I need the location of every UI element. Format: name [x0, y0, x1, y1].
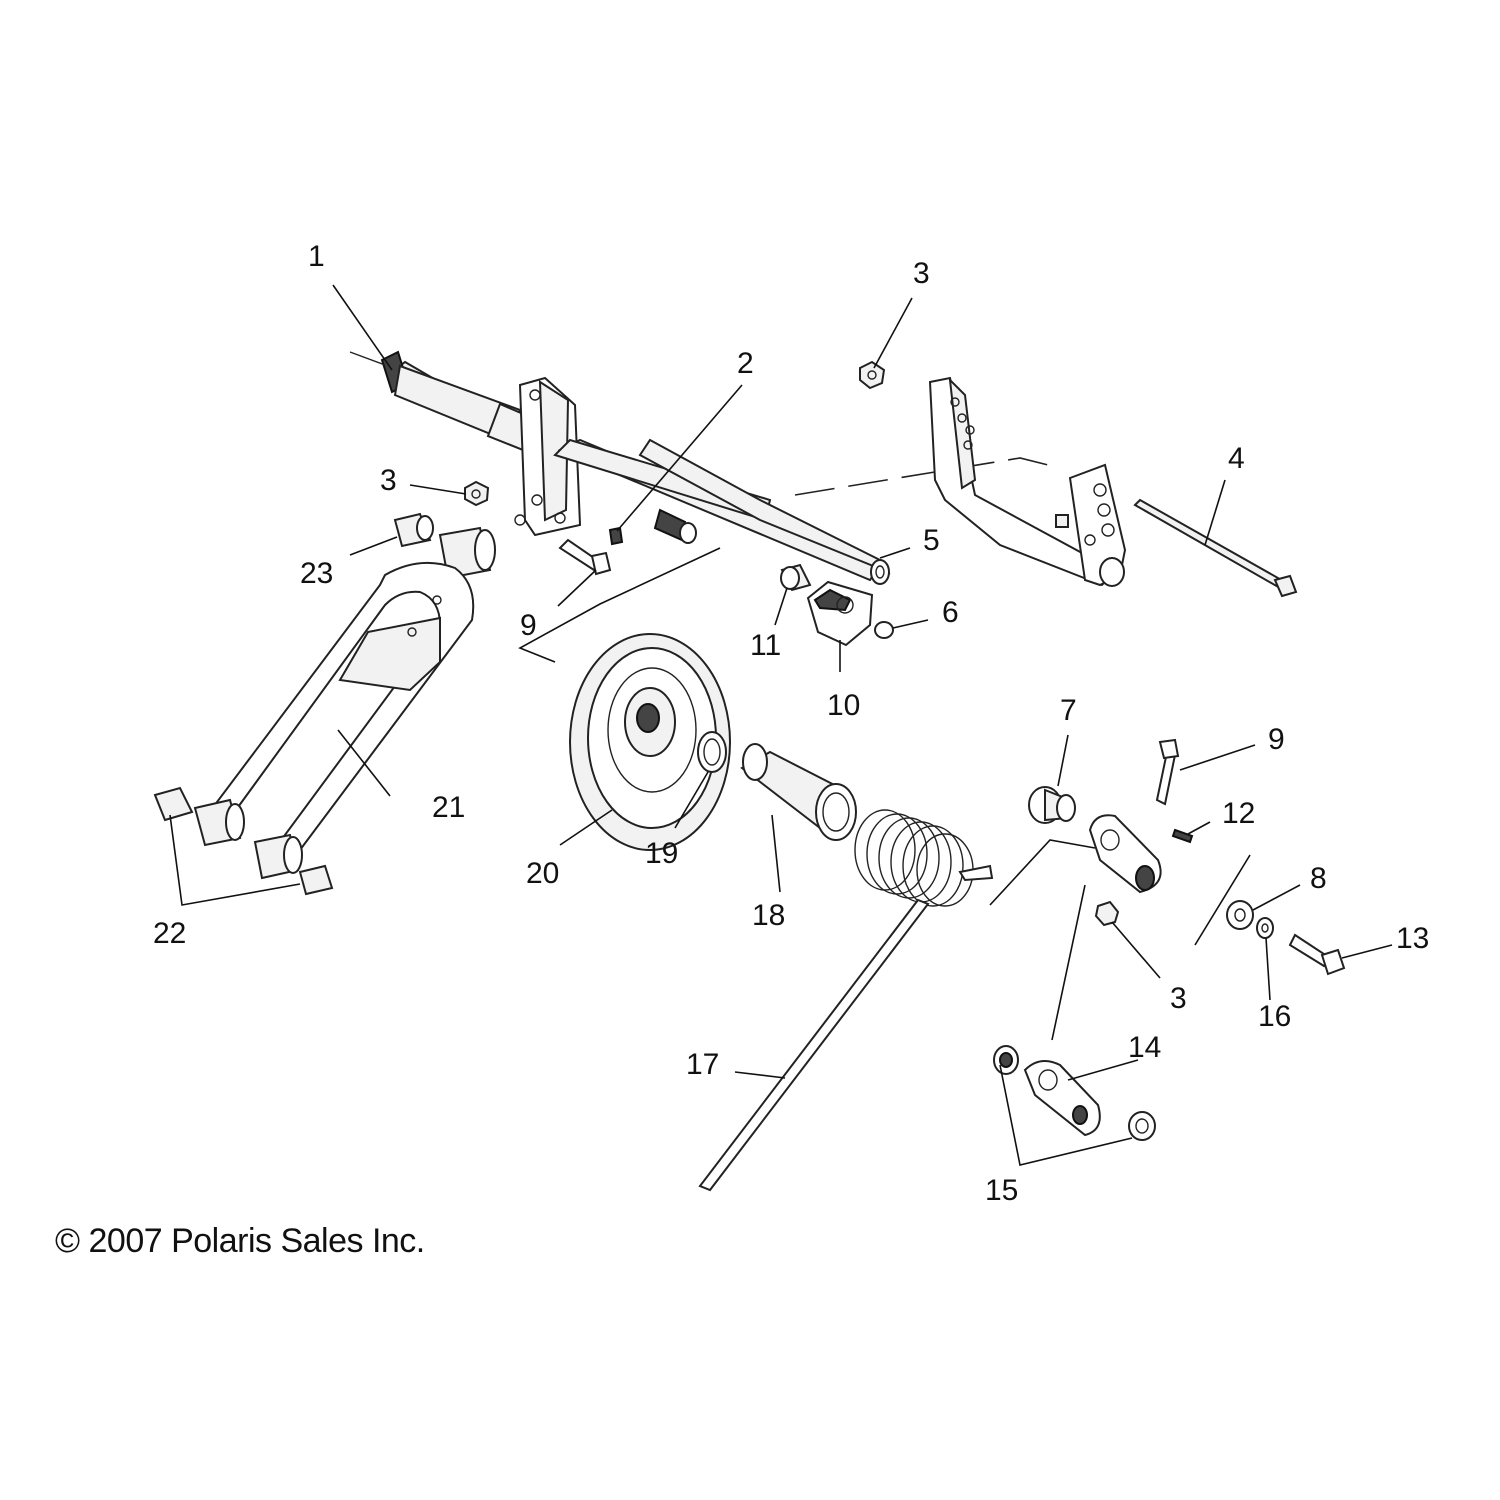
part-2-grease-fitting	[608, 526, 624, 546]
part-3-nut-upper	[859, 360, 886, 390]
callout-3-left: 3	[380, 464, 397, 497]
callout-22: 22	[153, 917, 186, 950]
upper-link-arm	[1088, 814, 1162, 894]
callout-6: 6	[942, 596, 959, 629]
callout-12: 12	[1222, 797, 1255, 830]
callout-17: 17	[686, 1048, 719, 1081]
leader-lines	[169, 284, 1393, 1166]
part-18-sleeve	[740, 743, 857, 841]
callout-8: 8	[1310, 862, 1327, 895]
callout-9-left: 9	[520, 609, 537, 642]
callout-18: 18	[752, 899, 785, 932]
copyright-notice: © 2007 Polaris Sales Inc.	[55, 1222, 425, 1260]
part-13-bolt	[1288, 933, 1346, 976]
swing-arm-bracket-plate	[514, 376, 582, 537]
part-22-bushings	[153, 786, 334, 896]
part-12-roll-pin	[1171, 828, 1194, 844]
callout-15: 15	[985, 1174, 1018, 1207]
callout-23: 23	[300, 557, 333, 590]
rear-bracket-assembly	[928, 376, 1127, 587]
part-7-flanged-bushing	[1028, 786, 1076, 824]
part-17-torsion-spring	[698, 809, 994, 1192]
alignment-line-shaft-to-bracket	[794, 457, 1061, 496]
part-23-bushings	[393, 512, 496, 580]
callout-3-lower: 3	[1170, 982, 1187, 1015]
part-19-washer	[697, 731, 727, 773]
callout-10: 10	[827, 689, 860, 722]
callout-13: 13	[1396, 922, 1429, 955]
callout-2: 2	[737, 347, 754, 380]
callout-4: 4	[1228, 442, 1245, 475]
callout-11: 11	[750, 629, 781, 662]
part-3-nut-left	[464, 480, 490, 507]
callout-7: 7	[1060, 694, 1077, 727]
part-16-washer	[1256, 917, 1274, 939]
part-14-lower-link	[1023, 1060, 1101, 1137]
part-21-front-link	[203, 561, 475, 872]
callout-19: 19	[645, 837, 678, 870]
callout-3-upper: 3	[913, 257, 930, 290]
part-6-o-ring	[874, 621, 894, 639]
part-9-bolt-left	[558, 538, 612, 576]
callout-labels: 1 2 3 3 3 4 5 6 7 8 9 9 10 11 12 13 14 1…	[153, 240, 1429, 1207]
callout-21: 21	[432, 791, 465, 824]
callout-14: 14	[1128, 1031, 1161, 1064]
callout-5: 5	[923, 524, 940, 557]
callout-1: 1	[308, 240, 325, 273]
callout-9-right: 9	[1268, 723, 1285, 756]
part-10-adjuster-block	[806, 580, 874, 647]
part-5-cross-shaft	[553, 438, 891, 585]
part-11-spacer	[780, 563, 812, 592]
part-8-washer	[1226, 900, 1254, 930]
callout-20: 20	[526, 857, 559, 890]
part-20-idler-wheel	[569, 633, 731, 851]
part-9-bolt-right	[1155, 738, 1180, 806]
part-4-long-bolt	[1133, 498, 1298, 598]
part-3-nut-lower	[1094, 900, 1120, 927]
callout-16: 16	[1258, 1000, 1291, 1033]
